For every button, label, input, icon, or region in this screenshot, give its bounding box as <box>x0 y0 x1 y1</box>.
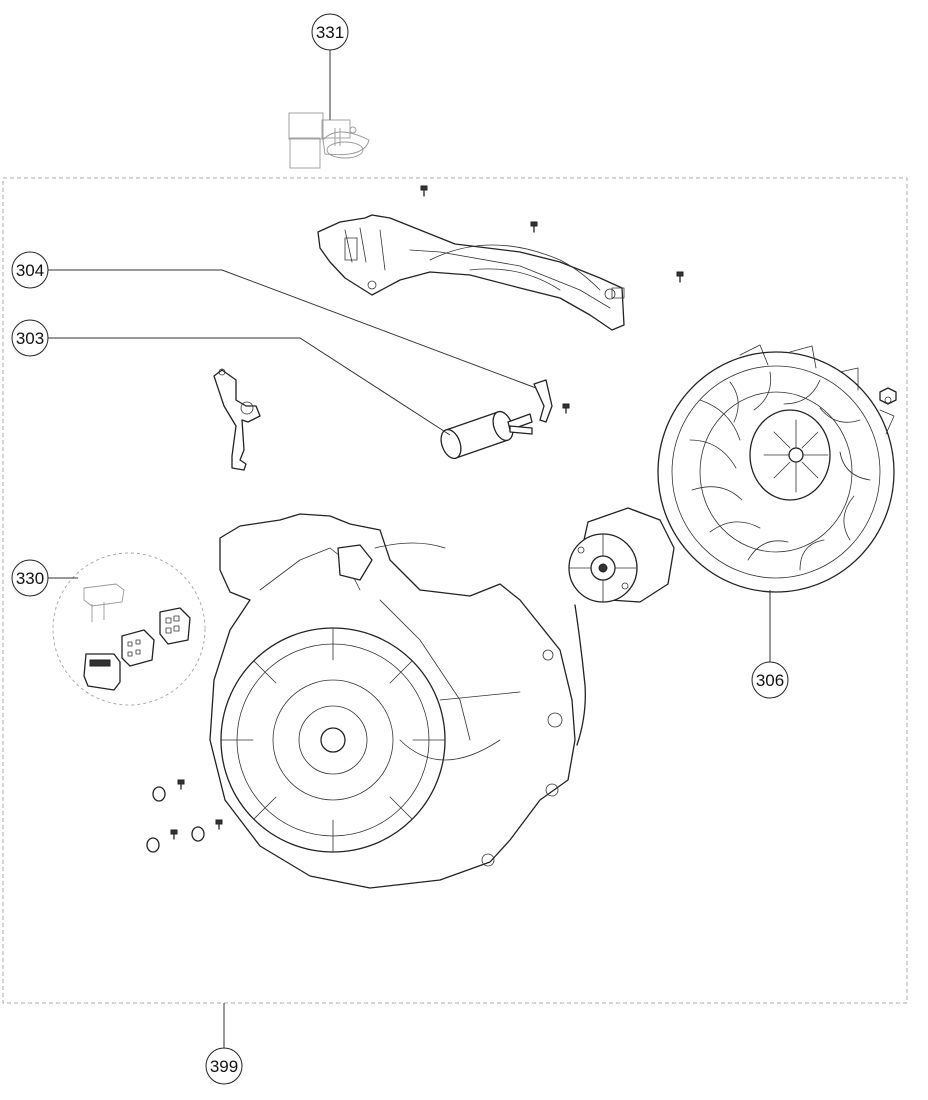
callout-399[interactable]: 399 <box>205 1047 243 1085</box>
grommet[interactable] <box>146 837 160 853</box>
screw[interactable] <box>530 221 538 233</box>
svg-text:304: 304 <box>16 261 44 280</box>
callout-303[interactable]: 303 <box>11 319 49 357</box>
assembly-group-boundary <box>2 177 908 1004</box>
svg-text:399: 399 <box>210 1057 238 1076</box>
leader-line-303 <box>48 337 451 436</box>
blower-housing[interactable] <box>209 513 586 889</box>
screw[interactable] <box>676 271 684 283</box>
screw[interactable] <box>177 779 185 790</box>
svg-text:303: 303 <box>16 329 44 348</box>
screw[interactable] <box>215 819 223 830</box>
screw[interactable] <box>420 185 428 197</box>
air-duct-cover[interactable] <box>317 214 625 331</box>
part-306-impeller[interactable] <box>657 344 897 593</box>
part-330-connectors[interactable] <box>52 552 206 706</box>
callout-306[interactable]: 306 <box>751 661 789 699</box>
grommet[interactable] <box>152 786 166 802</box>
part-331-sensor[interactable] <box>288 112 370 169</box>
callout-304[interactable]: 304 <box>11 251 49 289</box>
leader-line-304 <box>48 269 537 389</box>
svg-text:306: 306 <box>756 671 784 690</box>
svg-text:330: 330 <box>16 569 44 588</box>
fan-motor[interactable] <box>568 507 675 603</box>
callout-330[interactable]: 330 <box>11 559 49 597</box>
mounting-bracket[interactable] <box>213 368 261 471</box>
screw[interactable] <box>170 829 178 840</box>
part-303-capacitor[interactable] <box>437 409 533 461</box>
callout-331[interactable]: 331 <box>311 13 349 51</box>
svg-text:331: 331 <box>316 23 344 42</box>
part-304-clip[interactable] <box>533 379 570 423</box>
grommet[interactable] <box>191 826 205 842</box>
